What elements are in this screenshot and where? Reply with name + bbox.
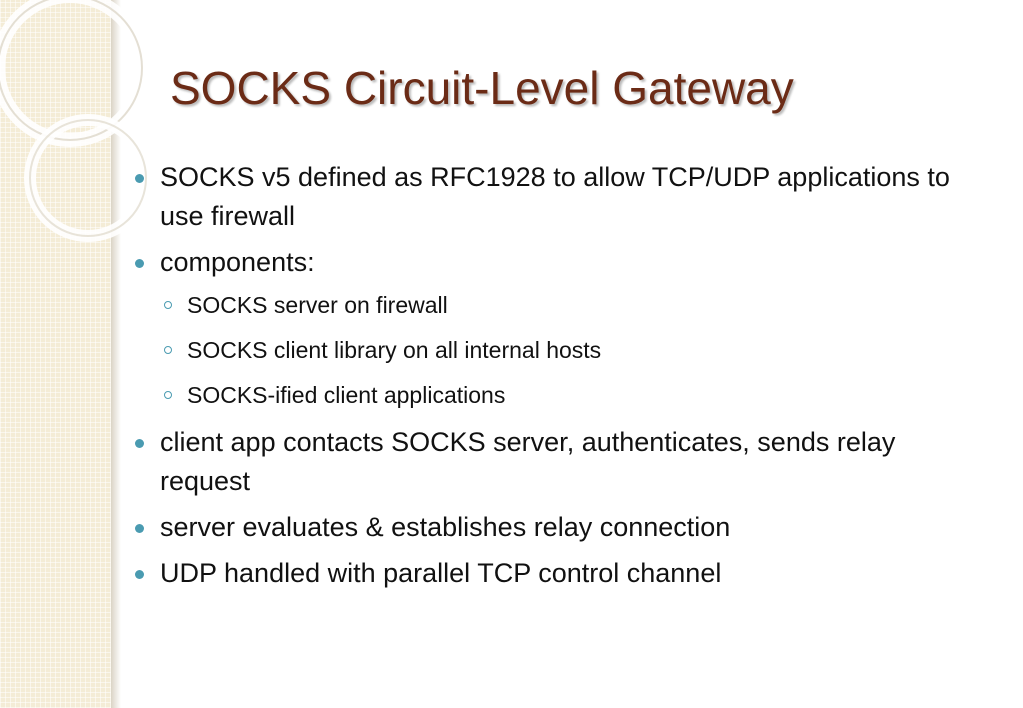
bullet-icon [135,259,144,268]
sub-bullet-list: SOCKS server on firewall SOCKS client li… [160,288,992,412]
bullet-item: client app contacts SOCKS server, authen… [132,423,992,501]
decorative-rings-graphic [0,0,152,242]
bullet-item: UDP handled with parallel TCP control ch… [132,554,992,593]
sub-bullet-text: SOCKS server on firewall [187,292,448,318]
sub-bullet-text: SOCKS client library on all internal hos… [187,337,602,363]
sub-bullet-icon [164,346,172,354]
sub-bullet-text: SOCKS-ified client applications [187,382,506,408]
bullet-text: SOCKS v5 defined as RFC1928 to allow TCP… [160,162,950,231]
sub-bullet-icon [164,391,172,399]
bullet-text: client app contacts SOCKS server, authen… [160,427,896,496]
bullet-text: server evaluates & establishes relay con… [160,512,731,542]
bullet-icon [135,570,144,579]
bullet-icon [135,174,144,183]
sub-bullet-item: SOCKS client library on all internal hos… [160,333,992,367]
bullet-item: SOCKS v5 defined as RFC1928 to allow TCP… [132,158,992,236]
sub-bullet-icon [164,301,172,309]
slide-title: SOCKS Circuit-Level Gateway [170,62,794,114]
sub-bullet-item: SOCKS-ified client applications [160,378,992,412]
side-band-shadow [111,0,121,708]
bullet-text: UDP handled with parallel TCP control ch… [160,558,722,588]
bullet-text: components: [160,247,315,277]
bullet-item: components: SOCKS server on firewall SOC… [132,243,992,412]
bullet-list: SOCKS v5 defined as RFC1928 to allow TCP… [132,158,992,600]
bullet-icon [135,524,144,533]
bullet-item: server evaluates & establishes relay con… [132,508,992,547]
sub-bullet-item: SOCKS server on firewall [160,288,992,322]
bullet-icon [135,439,144,448]
